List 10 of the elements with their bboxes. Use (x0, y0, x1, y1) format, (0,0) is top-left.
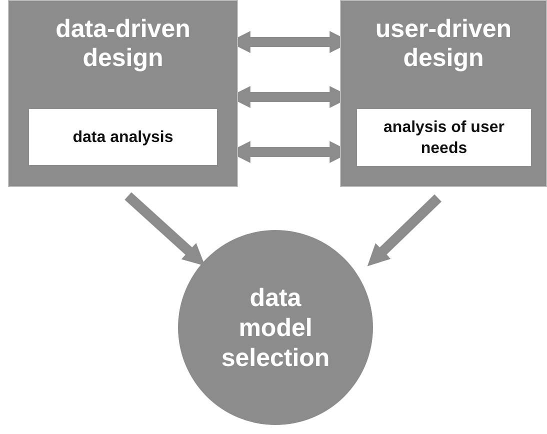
box-title: user-driven design (374, 15, 513, 73)
box-title: data-driven design (54, 15, 192, 73)
arrow (124, 192, 206, 266)
sub-process-box (29, 109, 217, 165)
sub-process-box (357, 109, 531, 166)
node-label: analysis of user needs (382, 118, 506, 158)
node-label: data model selection (220, 282, 331, 372)
process-box (340, 0, 547, 187)
process-box (8, 0, 238, 187)
node-label: data analysis (72, 128, 174, 148)
